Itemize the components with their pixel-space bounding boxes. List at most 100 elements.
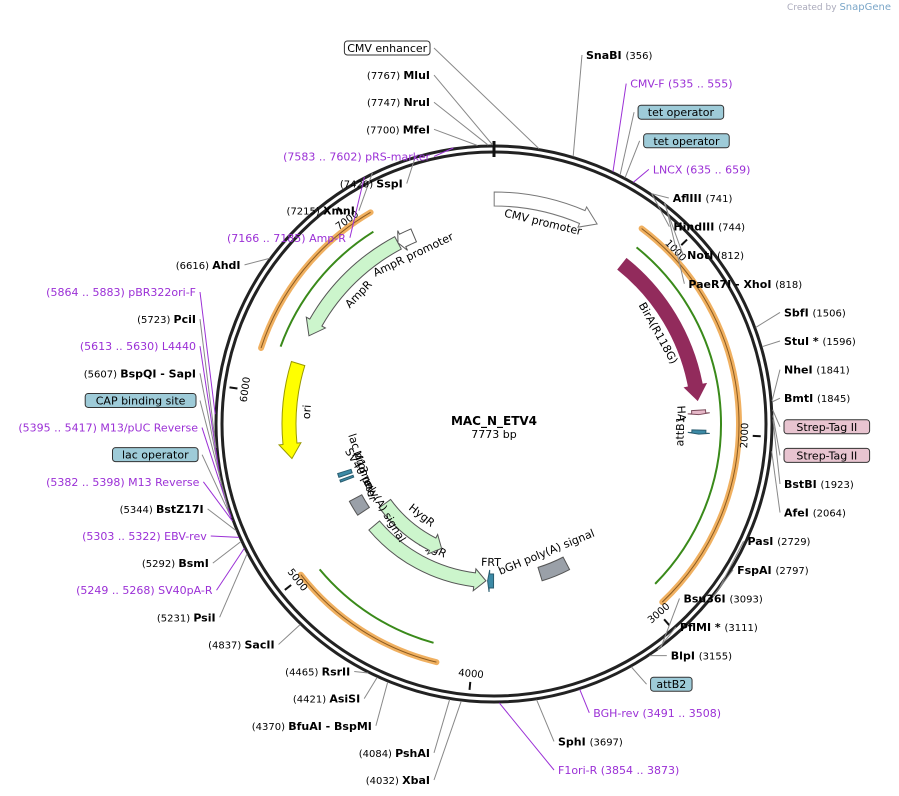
label-leader	[572, 54, 583, 157]
feature-lac-promoter	[337, 468, 353, 478]
label-leader	[199, 291, 216, 415]
orf-arc	[297, 571, 440, 666]
pshai-site-label: (4084) PshAI	[359, 747, 430, 760]
label-leader	[219, 553, 248, 618]
paer7i-xhoi-site-label: PaeR7I - XhoI (818)	[688, 278, 802, 291]
label-leader	[358, 172, 373, 211]
afei-site-label: AfeI (2064)	[784, 507, 846, 520]
xmni-site-label: (7215) XmnI	[287, 205, 355, 218]
ebv-rev-primer-label: (5303 .. 5322) EBV-rev	[82, 530, 207, 543]
afliii-name: AflIII	[673, 192, 706, 205]
label-leader	[212, 541, 242, 564]
ahdi-site-label: (6616) AhdI	[176, 259, 241, 272]
fspai-position: (2797)	[775, 566, 808, 577]
feature-label: HA	[674, 405, 688, 422]
psii-position: (5231)	[157, 613, 193, 624]
label-leader	[354, 671, 369, 674]
label-leader	[664, 203, 685, 284]
tick-mark	[337, 206, 344, 215]
bstbi-position: (1923)	[821, 480, 854, 491]
label-leader	[772, 415, 781, 456]
xmni-name: XmnI	[323, 205, 355, 218]
tick-label: 6000	[239, 376, 253, 403]
label-leader	[761, 340, 781, 348]
bgh-rev-primer-label: BGH-rev (3491 .. 3508)	[593, 707, 721, 720]
label-leader	[433, 128, 478, 146]
noti-name: NotI	[687, 249, 717, 262]
orf-layer	[258, 209, 742, 666]
pbr322ori-f-primer-label: (5864 .. 5883) pBR322ori-F	[46, 286, 196, 299]
afliii-position: (741)	[706, 194, 733, 205]
pasi-name: PasI	[748, 535, 778, 548]
feature-bira-r118g	[617, 257, 708, 402]
sbfi-name: SbfI	[784, 306, 813, 319]
pshai-position: (4084)	[359, 749, 395, 760]
tet-operator-label: tet operator	[653, 135, 720, 148]
plasmid-name: MAC_N_ETV4	[451, 414, 537, 429]
feature-cmv-promoter	[493, 191, 598, 228]
orf-inner-arc	[318, 568, 434, 644]
tick-mark	[663, 618, 671, 626]
psii-site-label: (5231) PsiI	[157, 611, 216, 624]
hindiii-site-label: HindIII (744)	[673, 221, 745, 234]
plasmid-length: 7773 bp	[471, 428, 516, 441]
asisi-name: AsiSI	[329, 693, 360, 706]
snapgene-watermark: Created by SnapGene	[787, 2, 891, 13]
mfei-position: (7700)	[366, 125, 402, 136]
label-leader	[657, 626, 677, 651]
bspqi-sapi-name: BspQI - SapI	[120, 367, 196, 380]
label-leader	[498, 702, 555, 771]
tet-operator-box	[637, 104, 725, 120]
cmv-f-primer-label: CMV-F (535 .. 555)	[630, 78, 732, 91]
label-leader	[199, 346, 220, 471]
orf-inner-arc	[279, 230, 374, 347]
label-leader	[772, 419, 781, 485]
label-leader	[630, 666, 647, 685]
label-leader	[349, 176, 365, 238]
m13-puc-reverse-primer-label: (5395 .. 5417) M13/pUC Reverse	[18, 422, 198, 435]
feature-label: ori	[300, 404, 314, 419]
prs-marker-primer-label: (7583 .. 7602) pRS-marker	[283, 150, 430, 163]
bmti-name: BmtI	[784, 392, 817, 405]
mlui-name: MluI	[403, 69, 430, 82]
label-leader	[433, 74, 494, 146]
mfei-site-label: (7700) MfeI	[366, 123, 430, 136]
xmni-position: (7215)	[287, 207, 323, 218]
asisi-position: (4421)	[293, 695, 329, 706]
sv40pa-r-primer-label: (5249 .. 5268) SV40pA-R	[76, 584, 213, 597]
attb2-box	[650, 676, 693, 692]
tet-operator-label: tet operator	[648, 106, 715, 119]
pflmi-position: (3111)	[725, 623, 758, 634]
sbfi-position: (1506)	[813, 308, 846, 319]
cmv-enhancer-label: CMV enhancer	[347, 42, 427, 55]
pcii-name: PciI	[174, 313, 196, 326]
bfuai-bspmi-position: (4370)	[252, 722, 288, 733]
label-leader	[755, 311, 781, 328]
label-leader	[771, 451, 781, 513]
bfuai-bspmi-name: BfuAI - BspMI	[288, 720, 372, 733]
sspi-site-label: (7420) SspI	[340, 178, 403, 191]
label-leader	[375, 681, 389, 726]
bsu36i-site-label: Bsu36I (3093)	[683, 592, 762, 605]
sacii-site-label: (4837) SacII	[208, 638, 275, 651]
amp-r-primer-label: (7166 .. 7185) Amp-R	[227, 232, 346, 245]
tick-mark	[284, 584, 292, 591]
m13-reverse-primer-label: (5382 .. 5398) M13 Reverse	[46, 476, 199, 489]
feature-sv40-poly-a-signal	[348, 494, 371, 516]
bsu36i-name: Bsu36I	[683, 592, 729, 605]
nrui-site-label: (7747) NruI	[367, 96, 430, 109]
pcii-position: (5723)	[137, 315, 173, 326]
label-leader	[660, 598, 680, 648]
l4440-primer-label: (5613 .. 5630) L4440	[80, 340, 196, 353]
paer7i-xhoi-name: PaeR7I - XhoI	[688, 278, 775, 291]
sspi-name: SspI	[376, 178, 402, 191]
stui-position: (1596)	[823, 337, 856, 348]
noti-position: (812)	[717, 251, 744, 262]
label-leader	[771, 397, 781, 403]
nhei-position: (1841)	[816, 366, 849, 377]
rsrii-position: (4465)	[285, 668, 321, 679]
sacii-position: (4837)	[208, 640, 244, 651]
label-leader	[278, 624, 301, 645]
feature-ampr	[305, 236, 402, 337]
label-leader	[651, 193, 669, 199]
